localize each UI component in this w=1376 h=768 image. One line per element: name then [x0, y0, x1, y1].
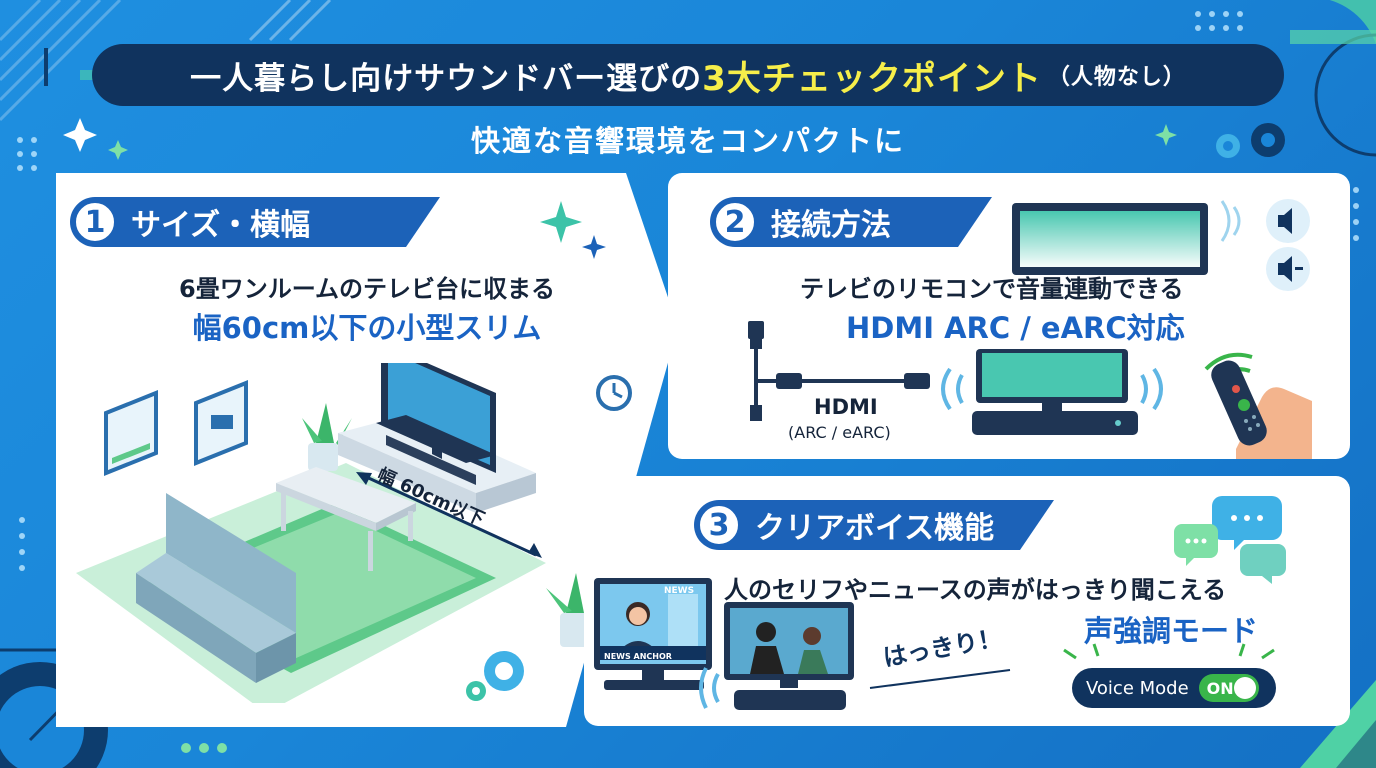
title-suffix: （人物なし） [1047, 65, 1186, 90]
underline-stroke [869, 669, 1011, 689]
card-clear-voice: 3 クリアボイス機能 人のセリフやニュースの声がはっきり聞こえる 声強調モード … [584, 476, 1350, 726]
toggle-switch[interactable]: ON [1198, 674, 1259, 702]
card-line-1: 人のセリフやニュースの声がはっきり聞こえる [724, 576, 1227, 604]
chat-bubble-icons [1174, 496, 1286, 584]
wall-picture [104, 380, 248, 476]
card-connection: 2 接続方法 テレビのリモコンで音量連動できる HDMI ARC / eARC対… [668, 173, 1350, 459]
room-illustration [76, 363, 632, 703]
news-anchor-label: NEWS ANCHOR [604, 652, 672, 661]
volume-icons [1220, 199, 1310, 291]
news-badge: NEWS [664, 586, 695, 596]
card-title: サイズ・横幅 [131, 208, 311, 243]
subtitle: 快適な音響環境をコンパクトに [470, 124, 905, 158]
soundbar-tv-icon [941, 349, 1163, 435]
card-clear-voice-tag: 3 クリアボイス機能 [694, 500, 1054, 550]
cable-sublabel: (ARC / eARC) [788, 423, 891, 442]
voice-mode-toggle[interactable]: Voice Mode ON [1072, 668, 1276, 708]
table-icon [276, 467, 416, 571]
tv-icon [376, 363, 496, 485]
card-number: 1 [73, 200, 117, 244]
card-line-2: HDMI ARC / eARC対応 [846, 311, 1185, 345]
card-size-tag: 1 サイズ・横幅 [70, 197, 440, 247]
title-highlight: 3大チェックポイント [702, 58, 1042, 99]
gear-icon [466, 651, 524, 701]
toggle-knob [1233, 677, 1256, 699]
movie-tv-soundbar-icon [699, 602, 854, 710]
card-size: 1 サイズ・横幅 6畳ワンルームのテレビ台に収まる 幅60cm以下の小型スリム [56, 173, 678, 727]
card-title: クリアボイス機能 [755, 511, 995, 546]
card-connection-tag: 2 接続方法 [710, 197, 992, 247]
sofa-icon [136, 493, 296, 683]
card-number: 2 [713, 200, 757, 244]
title-prefix: 一人暮らし向けサウンドバー選びの [190, 60, 703, 97]
card-line-2: 幅60cm以下の小型スリム [192, 311, 542, 345]
cable-label: HDMI [814, 395, 878, 419]
hdmi-cable-icon [748, 321, 930, 421]
remote-control-icon [1204, 352, 1312, 459]
toggle-state: ON [1206, 678, 1234, 698]
tv-icon [1012, 203, 1208, 275]
card-number: 3 [697, 503, 741, 547]
sound-rays-icon [1063, 643, 1275, 660]
main-title: 一人暮らし向けサウンドバー選びの 3大チェックポイント （人物なし） [92, 44, 1284, 106]
sparkle-icon [540, 201, 606, 259]
card-line-2: 声強調モード [1084, 614, 1259, 648]
card-line-1: 6畳ワンルームのテレビ台に収まる [179, 275, 555, 303]
card-title: 接続方法 [771, 208, 891, 243]
voice-mode-label: Voice Mode [1086, 677, 1189, 699]
card-line-1: テレビのリモコンで音量連動できる [800, 275, 1184, 303]
news-tv-icon [594, 578, 712, 690]
